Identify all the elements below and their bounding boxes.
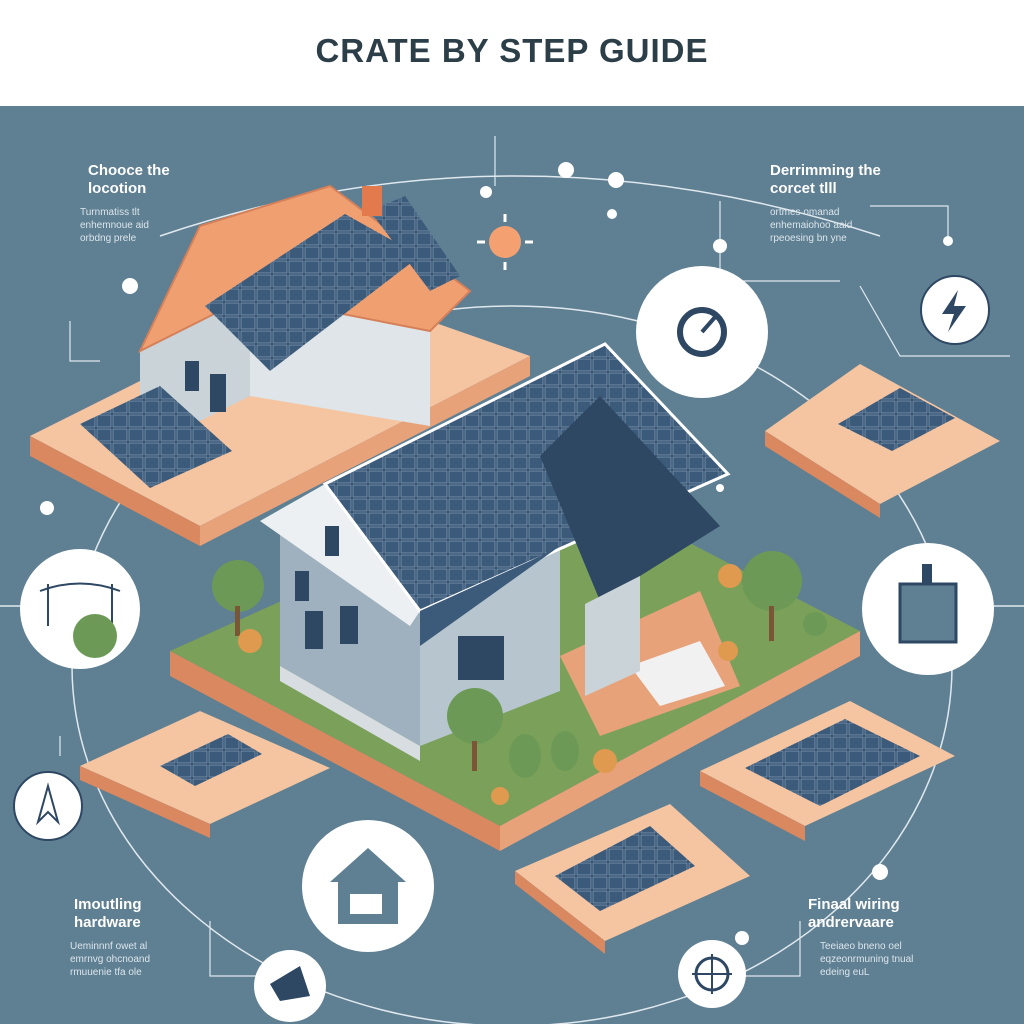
trees bbox=[212, 551, 827, 805]
compass-icon bbox=[13, 771, 83, 841]
house-icon bbox=[302, 820, 434, 952]
gauge-icon bbox=[636, 266, 768, 398]
power-lines-icon bbox=[20, 549, 140, 669]
platform-bottom-center bbox=[515, 804, 750, 954]
inverter-icon bbox=[862, 543, 994, 675]
diagram-illustration bbox=[0, 136, 1024, 1024]
platform-left-bottom bbox=[80, 711, 330, 838]
target-icon bbox=[678, 940, 746, 1008]
header: CRATE BY STEP GUIDE bbox=[0, 0, 1024, 106]
platform-right-top bbox=[765, 364, 1000, 518]
house-small-platform bbox=[30, 184, 530, 546]
sun-icon bbox=[477, 214, 533, 270]
leaf-icon bbox=[254, 950, 326, 1022]
page-title: CRATE BY STEP GUIDE bbox=[315, 32, 709, 69]
main-house bbox=[260, 342, 731, 761]
platform-right-bottom bbox=[700, 701, 955, 841]
lightning-icon bbox=[920, 275, 990, 345]
